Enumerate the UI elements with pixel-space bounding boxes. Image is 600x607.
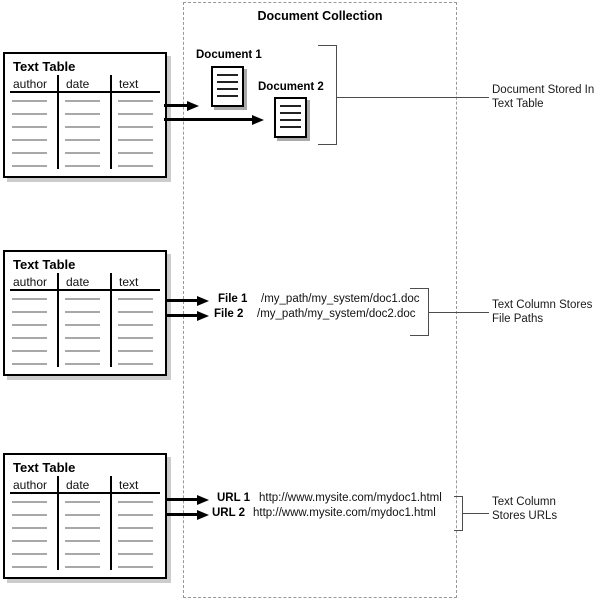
file1-path: /my_path/my_system/doc1.doc	[261, 293, 420, 305]
column-header-date: date	[66, 275, 90, 289]
bracket2-top-tick	[410, 288, 428, 289]
arrow-to-document1	[164, 100, 199, 111]
table-row	[5, 337, 165, 339]
text-table-1: Text Table author date text	[3, 52, 167, 178]
table-row	[5, 553, 165, 555]
document2-label: Document 2	[258, 81, 324, 93]
column-header-author: author	[13, 478, 48, 492]
table-row	[5, 540, 165, 542]
table-row	[5, 501, 165, 503]
document2-icon	[274, 97, 307, 138]
bracket1-vertical	[336, 45, 337, 145]
arrow-to-url2	[165, 509, 209, 520]
column-header-text: text	[119, 77, 139, 91]
table-row	[5, 363, 165, 365]
arrow-to-url1	[165, 494, 209, 505]
column-divider	[110, 273, 112, 367]
url1-value: http://www.mysite.com/mydoc1.html	[259, 492, 442, 504]
arrow-to-document2	[164, 114, 264, 125]
annotation-document-stored: Document Stored In Text Table	[492, 84, 595, 110]
bracket3-vertical	[462, 496, 463, 531]
bracket3-connector	[463, 513, 489, 514]
bracket2-connector	[429, 312, 489, 313]
document1-icon	[211, 66, 244, 107]
document1-label: Document 1	[196, 49, 262, 61]
bracket1-connector	[337, 97, 489, 98]
table-title: Text Table	[13, 257, 76, 272]
arrow-to-file1	[165, 295, 209, 306]
column-divider	[57, 476, 59, 570]
file2-label: File 2	[214, 308, 244, 320]
bracket2-bottom-tick	[410, 335, 428, 336]
column-header-text: text	[119, 478, 139, 492]
column-divider	[110, 476, 112, 570]
column-header-date: date	[66, 478, 90, 492]
text-table-3: Text Table author date text	[3, 453, 167, 579]
annotation-file-paths: Text Column Stores File Paths	[492, 299, 593, 325]
bracket3-bottom-tick	[454, 530, 462, 531]
table-row	[5, 100, 165, 102]
column-header-author: author	[13, 77, 48, 91]
table-row	[5, 566, 165, 568]
column-divider	[110, 75, 112, 169]
header-underline	[10, 289, 160, 291]
bracket1-bottom-tick	[318, 144, 336, 145]
table-row	[5, 324, 165, 326]
column-header-author: author	[13, 275, 48, 289]
column-divider	[57, 75, 59, 169]
header-underline	[10, 91, 160, 93]
url2-label: URL 2	[212, 507, 246, 519]
bracket2-vertical	[428, 288, 429, 336]
file1-label: File 1	[218, 293, 248, 305]
collection-title: Document Collection	[257, 9, 383, 23]
bracket1-top-tick	[318, 45, 336, 46]
annotation-urls: Text Column Stores URLs	[492, 496, 558, 522]
table-row	[5, 165, 165, 167]
table-row	[5, 298, 165, 300]
table-row	[5, 152, 165, 154]
column-divider	[57, 273, 59, 367]
table-row	[5, 311, 165, 313]
table-row	[5, 113, 165, 115]
table-title: Text Table	[13, 59, 76, 74]
column-header-text: text	[119, 275, 139, 289]
text-table-2: Text Table author date text	[3, 250, 167, 376]
table-row	[5, 350, 165, 352]
file2-path: /my_path/my_system/doc2.doc	[257, 308, 416, 320]
table-row	[5, 514, 165, 516]
url2-value: http://www.mysite.com/mydoc1.html	[253, 507, 436, 519]
bracket3-top-tick	[454, 496, 462, 497]
header-underline	[10, 492, 160, 494]
table-row	[5, 527, 165, 529]
column-header-date: date	[66, 77, 90, 91]
table-title: Text Table	[13, 460, 76, 475]
url1-label: URL 1	[217, 492, 251, 504]
table-row	[5, 126, 165, 128]
arrow-to-file2	[165, 310, 209, 321]
table-row	[5, 139, 165, 141]
